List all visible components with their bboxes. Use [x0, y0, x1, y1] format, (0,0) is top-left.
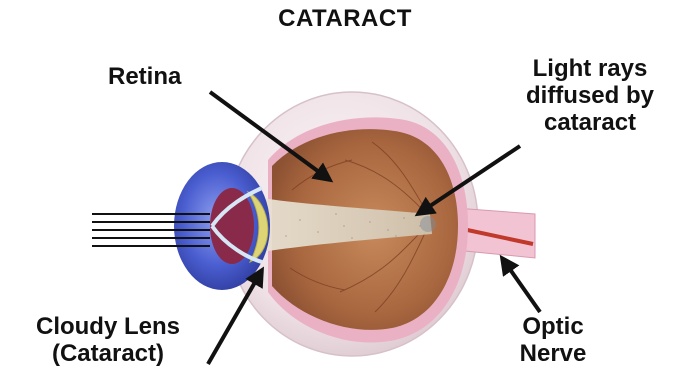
label-light-rays-line-3: cataract	[496, 110, 684, 137]
iris	[210, 188, 254, 264]
diagram-title: CATARACT	[0, 6, 690, 33]
label-light-rays-line-2: diffused by	[496, 83, 684, 110]
label-cloudy-lens-line-1: Cloudy Lens	[2, 314, 214, 341]
label-light-rays-line-1: Light rays	[496, 56, 684, 83]
label-cloudy-lens-line-2: (Cataract)	[2, 341, 214, 368]
label-cloudy-lens: Cloudy Lens (Cataract)	[2, 314, 214, 368]
label-optic-nerve-line-1: Optic	[478, 314, 628, 341]
diffused-spot	[420, 216, 436, 232]
label-retina: Retina	[108, 64, 181, 91]
label-optic-nerve-line-2: Nerve	[478, 341, 628, 368]
label-optic-nerve: Optic Nerve	[478, 314, 628, 368]
arrow-optic-nerve	[502, 258, 540, 312]
label-light-rays: Light rays diffused by cataract	[496, 56, 684, 137]
